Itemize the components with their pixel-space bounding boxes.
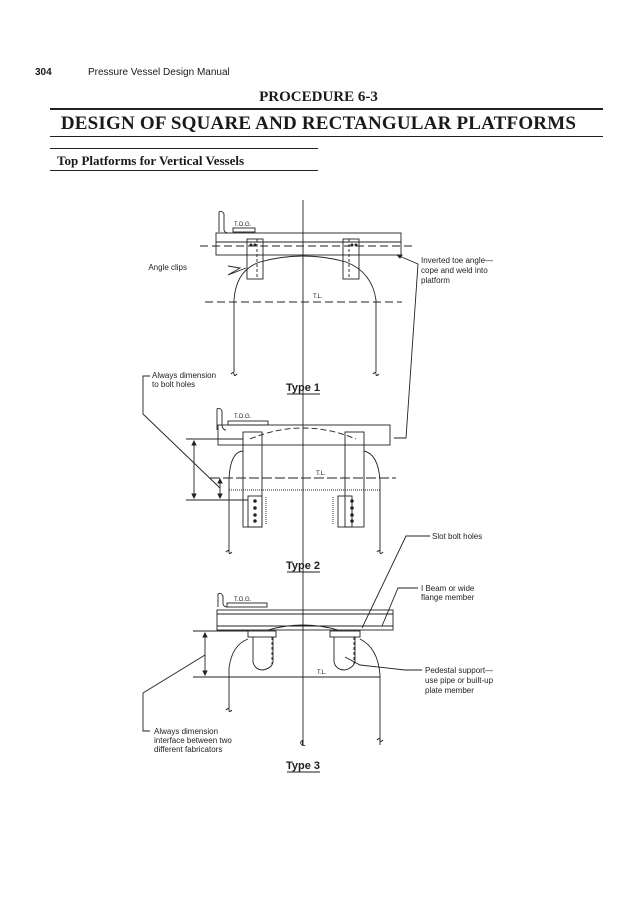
type1-inverted-toe-leader: [394, 254, 419, 439]
inverted-toe-label-line3: platform: [421, 276, 450, 285]
type1-vessel-head: [233, 255, 377, 372]
pedestal-leader: [344, 656, 422, 671]
interface-note-line3: different fabricators: [154, 745, 222, 754]
type2-tog-label: T.O.G.: [234, 414, 252, 420]
type2-grating: [227, 420, 269, 426]
dimension-note-line1: Always dimension: [152, 371, 216, 380]
type1-label: Type 1: [286, 382, 320, 394]
type2-platform: [217, 424, 391, 446]
title-rule-top: [50, 108, 603, 110]
dimension-note-line2: to bolt holes: [152, 380, 195, 389]
inverted-toe-label-line1: Inverted toe angle—: [421, 256, 493, 265]
i-beam-label-line1: I Beam or wide: [421, 584, 475, 593]
type1-handrail: [218, 210, 229, 234]
type1-angle-clip-leader: [227, 265, 247, 276]
type1-angle-clip-right: [342, 238, 360, 280]
pedestal-label-line1: Pedestal support—: [425, 666, 493, 675]
type2-angle-right: [344, 431, 365, 528]
centerline-symbol: ℄: [299, 739, 306, 748]
type1-angle-clip-left: [246, 238, 264, 280]
pedestal-label-line3: plate member: [425, 686, 474, 695]
type1-platform: [215, 232, 402, 256]
interface-note-leader: [142, 654, 206, 732]
type2-tl-label: T.L.: [316, 471, 326, 477]
i-beam-label-line2: flange member: [421, 593, 475, 602]
type1-tog-label: T.O.G.: [234, 222, 252, 228]
interface-note-line2: interface between two: [154, 736, 232, 745]
inverted-toe-label-line2: cope and weld into: [421, 266, 488, 275]
slot-bolt-holes-leader: [361, 535, 430, 629]
page-title: DESIGN OF SQUARE AND RECTANGULAR PLATFOR…: [60, 113, 577, 134]
angle-clips-label: Angle clips: [148, 263, 187, 272]
page-number: 304: [35, 67, 52, 78]
type2-vessel-head: [228, 450, 244, 552]
type3-pedestal-left: [252, 637, 274, 671]
type3-drawing: T.O.G. T.L.: [142, 587, 422, 745]
subtitle-rule-top: [50, 148, 318, 149]
type2-label: Type 2: [286, 560, 320, 572]
type2-angle-left: [242, 431, 263, 528]
type3-i-beam: [216, 609, 394, 631]
title-rule-bottom: [50, 136, 603, 137]
dimension-note-leader: [142, 375, 221, 489]
subtitle-rule-bottom: [50, 170, 318, 171]
type3-tog-label: T.O.G.: [234, 597, 252, 603]
type3-handrail: [217, 592, 228, 608]
type3-tl-label: T.L.: [317, 670, 327, 676]
pedestal-label-line2: use pipe or built-up: [425, 676, 494, 685]
interface-note-line1: Always dimension: [154, 727, 218, 736]
type3-vessel-head: [228, 638, 249, 710]
type2-handrail: [216, 407, 227, 431]
type1-drawing: T.O.G. T.L.: [200, 210, 419, 439]
type3-label: Type 3: [286, 760, 320, 772]
slot-bolt-holes-label: Slot bolt holes: [432, 532, 482, 541]
type3-grating: [226, 602, 268, 608]
type2-drawing: T.O.G. T.L.: [186, 407, 430, 629]
section-subtitle: Top Platforms for Vertical Vessels: [57, 153, 245, 168]
type1-grating: [232, 227, 256, 233]
procedure-heading: PROCEDURE 6-3: [259, 89, 378, 105]
type1-tl-label: T.L.: [313, 294, 323, 300]
book-title: Pressure Vessel Design Manual: [88, 67, 230, 78]
i-beam-leader: [381, 587, 418, 627]
type3-pedestal-right: [333, 637, 356, 671]
